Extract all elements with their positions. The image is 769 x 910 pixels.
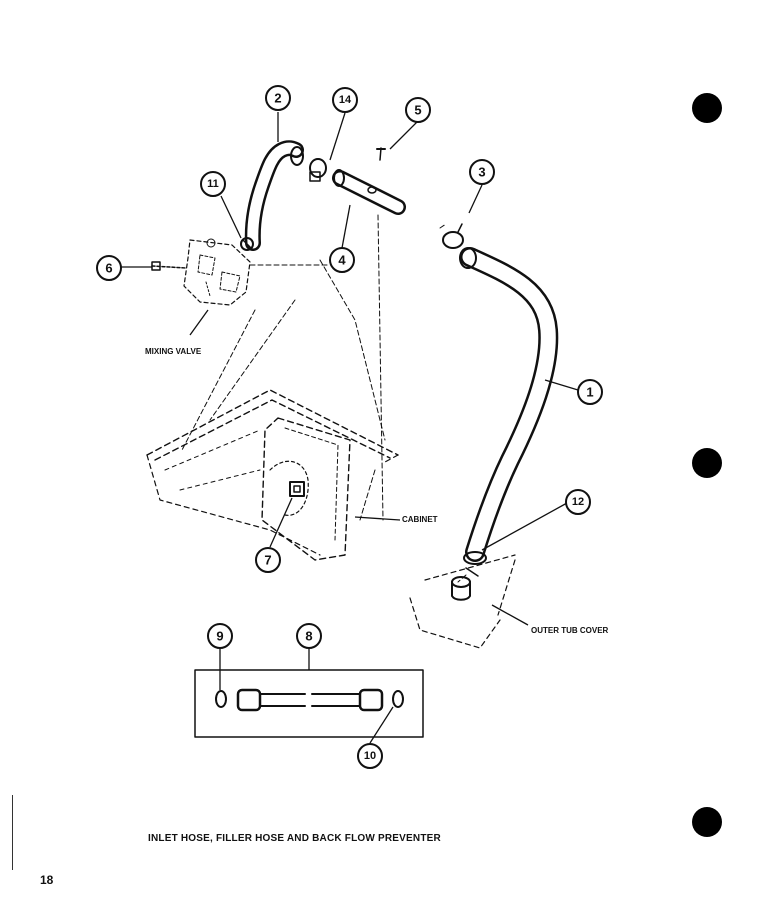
page-number: 18 <box>40 873 54 887</box>
callout-number: 14 <box>339 94 352 106</box>
callout-7 <box>255 547 281 573</box>
binder-hole-bottom <box>692 807 722 837</box>
cabinet-label: CABINET <box>402 515 438 524</box>
callout-number: 12 <box>572 496 584 508</box>
back-flow-preventer-part-7 <box>289 481 305 497</box>
tube-part-4 <box>332 169 406 215</box>
callout-4 <box>329 247 355 273</box>
outer-tub-cover-label: OUTER TUB COVER <box>531 626 609 635</box>
clamp-part-11 <box>240 237 254 251</box>
leader-lines <box>121 112 579 744</box>
callout-8 <box>296 623 322 649</box>
mixing-valve-label: MIXING VALVE <box>145 347 202 356</box>
screw-part-5 <box>376 147 386 161</box>
callout-12 <box>565 489 591 515</box>
callout-1 <box>577 379 603 405</box>
callout-number: 1 <box>586 385 593 400</box>
clamp-part-12 <box>463 551 487 577</box>
callout-11 <box>200 171 226 197</box>
callout-number: 4 <box>338 253 346 268</box>
callout-9 <box>207 623 233 649</box>
callouts <box>96 85 603 769</box>
callout-number: 5 <box>414 103 421 118</box>
callout-numbers: 2 14 5 11 3 6 4 1 12 7 9 8 10 <box>105 91 593 763</box>
callout-5 <box>405 97 431 123</box>
guide-lines <box>181 214 467 583</box>
callout-number: 8 <box>305 629 312 644</box>
elbow-hose-part-2 <box>244 140 304 251</box>
inlet-hose-box <box>194 669 424 738</box>
outer-tub-cover <box>409 554 516 649</box>
binder-hole-middle <box>692 448 722 478</box>
screw-part-6 <box>151 261 187 271</box>
binder-hole-top <box>692 93 722 123</box>
callout-number: 6 <box>105 261 112 276</box>
callout-number: 3 <box>478 165 485 180</box>
mixing-valve <box>183 238 251 306</box>
clamp-part-14 <box>309 158 327 182</box>
callout-number: 10 <box>364 750 376 762</box>
cabinet <box>146 389 399 561</box>
callout-number: 11 <box>207 178 219 190</box>
callout-3 <box>469 159 495 185</box>
filler-hose-part-1 <box>459 247 559 562</box>
callout-2 <box>265 85 291 111</box>
callout-14 <box>332 87 358 113</box>
callout-number: 7 <box>264 553 271 568</box>
callout-number: 9 <box>216 629 223 644</box>
clamp-part-3 <box>442 223 464 249</box>
callout-10 <box>357 743 383 769</box>
margin-rule <box>12 795 13 870</box>
callout-6 <box>96 255 122 281</box>
figure-caption: INLET HOSE, FILLER HOSE AND BACK FLOW PR… <box>148 833 441 844</box>
callout-number: 2 <box>274 91 281 106</box>
